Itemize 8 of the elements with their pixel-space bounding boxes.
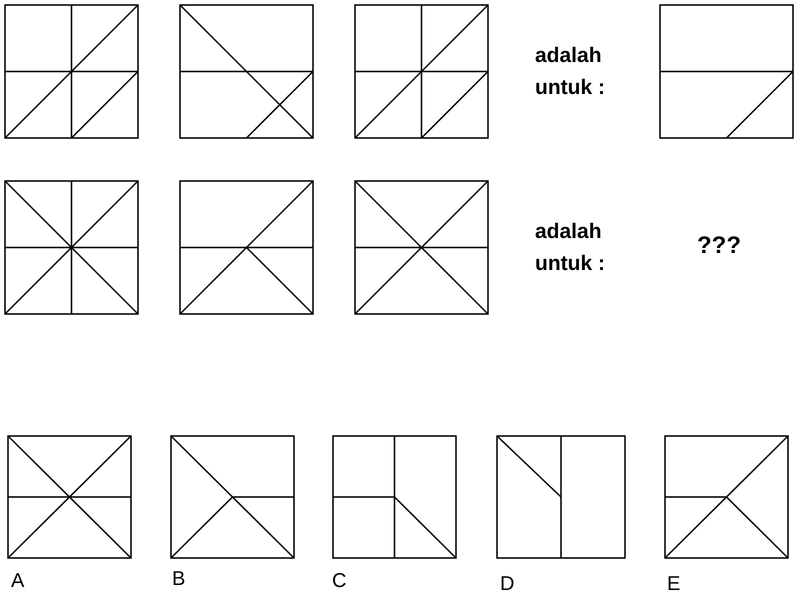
option-letter: D [500,573,514,596]
option-letter: C [332,570,346,593]
option-letter: E [667,573,680,596]
unknown-mark: ??? [697,232,741,260]
option-letter: B [172,568,186,591]
relation-text: adalah untuk : [535,43,606,101]
option-letter: A [11,570,24,593]
relation-text: adalah untuk : [535,219,606,277]
